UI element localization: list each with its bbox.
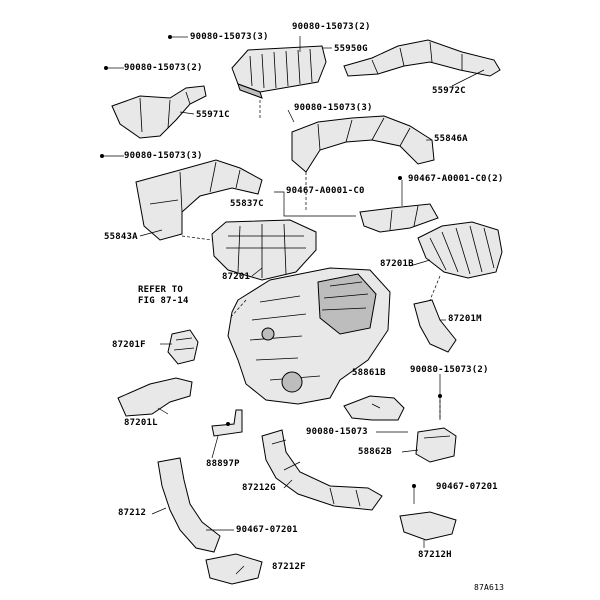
label-90467-a0001-c0: 90467-A0001-C0: [286, 186, 365, 196]
part-55971c-duct: [111, 85, 207, 139]
refer-to-line2: FIG 87-14: [138, 296, 189, 306]
label-87212: 87212: [118, 508, 147, 518]
label-87201m: 87201M: [448, 314, 482, 324]
part-88897p-bracket: [211, 409, 243, 437]
part-58862b-box: [415, 427, 457, 463]
part-heater-unit: [227, 267, 391, 405]
label-87212f: 87212F: [272, 562, 306, 572]
label-55837c: 55837C: [230, 199, 264, 209]
label-90080-15073-2-left: 90080-15073(2): [124, 63, 203, 73]
label-90467-07201-left: 90467-07201: [236, 525, 298, 535]
label-55971c: 55971C: [196, 110, 230, 120]
label-90080-15073-3-left: 90080-15073(3): [124, 151, 203, 161]
part-87212g-duct: [261, 429, 383, 511]
bolt-markers: [100, 35, 442, 488]
label-55950g: 55950G: [334, 44, 368, 54]
label-88897p: 88897P: [206, 459, 240, 469]
label-87201: 87201: [222, 272, 251, 282]
part-87201b-duct: [417, 221, 503, 279]
part-55972c-duct: [343, 39, 501, 77]
label-90080-15073-bottom: 90080-15073: [306, 427, 368, 437]
part-87212f: [205, 553, 263, 585]
label-90080-15073-3-mid: 90080-15073(3): [294, 103, 373, 113]
part-55950g-grille: [231, 45, 327, 99]
diagram-code: 87A613: [474, 583, 505, 592]
part-55843a-duct: [135, 159, 263, 241]
label-90080-15073-2-top: 90080-15073(2): [292, 22, 371, 32]
label-90467-a0001-c0-2: 90467-A0001-C0(2): [408, 174, 504, 184]
dashed-connections: [181, 100, 441, 420]
part-87212h: [399, 511, 457, 541]
label-87201f: 87201F: [112, 340, 146, 350]
part-55846a-duct: [291, 115, 435, 173]
part-87201f: [167, 329, 199, 365]
label-90080-15073-2-right: 90080-15073(2): [410, 365, 489, 375]
label-87212g: 87212G: [242, 483, 276, 493]
label-55846a: 55846A: [434, 134, 468, 144]
label-55972c: 55972C: [432, 86, 466, 96]
label-87201b: 87201B: [380, 259, 414, 269]
label-87201l: 87201L: [124, 418, 158, 428]
label-90080-15073-3-top: 90080-15073(3): [190, 32, 269, 42]
label-58862b: 58862B: [358, 447, 392, 457]
label-90467-07201-right: 90467-07201: [436, 482, 498, 492]
part-55837c-bracket: [359, 203, 439, 233]
refer-to-line1: REFER TO: [138, 285, 183, 295]
label-55843a: 55843A: [104, 232, 138, 242]
label-87212h: 87212H: [418, 550, 452, 560]
part-87201l-duct: [117, 377, 193, 417]
part-87201-case: [211, 219, 317, 281]
label-58861b: 58861B: [352, 368, 386, 378]
part-87212-duct: [157, 457, 221, 553]
part-87201m-duct: [413, 299, 457, 353]
part-58861b-duct: [343, 395, 405, 421]
